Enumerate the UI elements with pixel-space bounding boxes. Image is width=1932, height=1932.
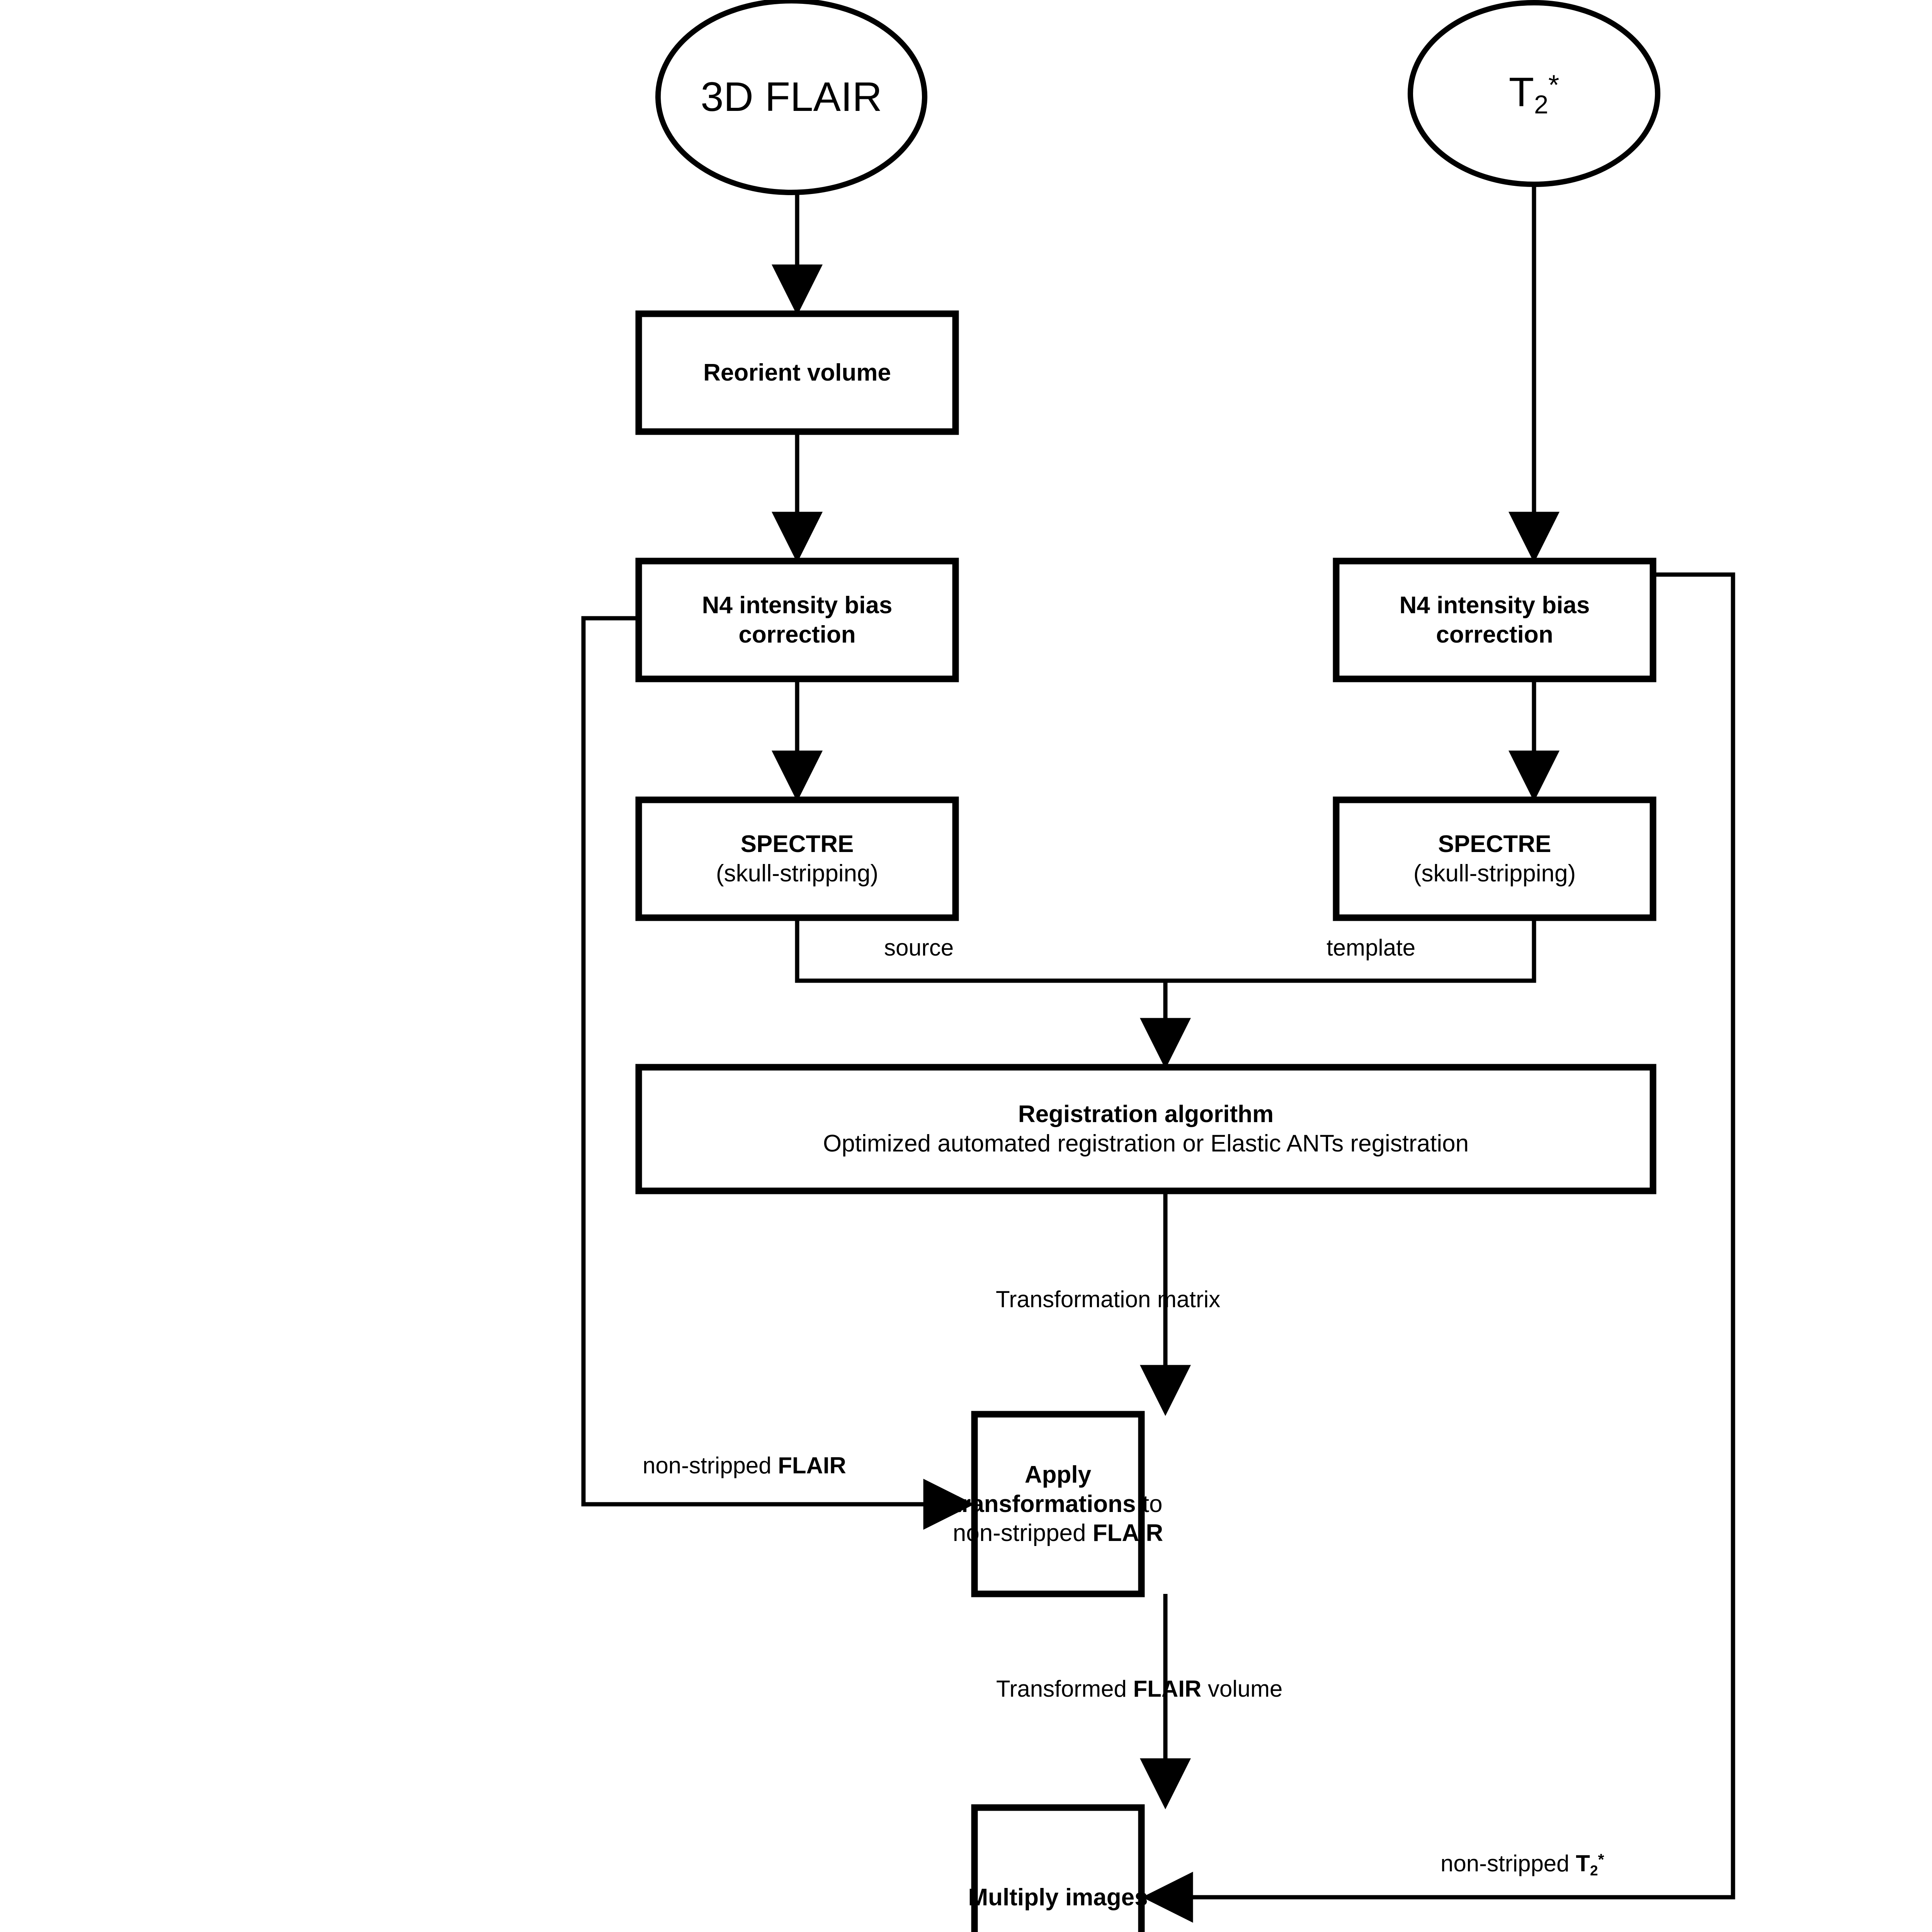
box-apply-transformations [971,1411,1145,1597]
edge-text-t2-subscript: 2 [1590,1862,1598,1879]
edge-label-source: source [884,935,954,961]
edge-text-template: template [1327,935,1416,961]
edge-text-t2-superscript-asterisk: * [1598,1850,1604,1868]
edge-label-non-stripped-t2star: non-stripped T2* [1440,1851,1604,1878]
edge-text-flair-bold: FLAIR [778,1452,846,1478]
edge-text-transformed-suffix: volume [1201,1676,1283,1702]
ellipse-t2-star [1408,0,1660,187]
box-registration [635,1064,1656,1194]
box-spectre-flair [635,796,959,921]
edge-label-non-stripped-flair: non-stripped FLAIR [643,1453,846,1478]
edge-text-transformed-prefix: Transformed [996,1676,1133,1702]
edge-label-transformation-matrix: Transformation matrix [996,1287,1220,1312]
edge-nonstripped-t2star-branch [1142,572,1735,1923]
edge-text-transformation-matrix: Transformation matrix [996,1286,1221,1312]
edge-text-t2-letter: T [1576,1850,1590,1877]
edge-text-non-stripped-prefix: non-stripped [643,1452,778,1478]
edge-nonstripped-flair-branch [581,616,975,1530]
edge-label-template: template [1327,935,1415,961]
box-spectre-t2star [1333,796,1656,921]
box-n4-flair [635,558,959,682]
box-reorient-volume [635,310,959,435]
edge-text-transformed-flair-bold: FLAIR [1133,1676,1202,1702]
ellipse-3d-flair [655,0,927,195]
box-n4-t2star [1333,558,1656,682]
box-multiply-images [971,1804,1145,1932]
edge-label-transformed-flair-volume: Transformed FLAIR volume [996,1676,1282,1702]
edge-text-non-stripped-t2-prefix: non-stripped [1440,1850,1576,1877]
edge-text-source: source [884,935,954,961]
